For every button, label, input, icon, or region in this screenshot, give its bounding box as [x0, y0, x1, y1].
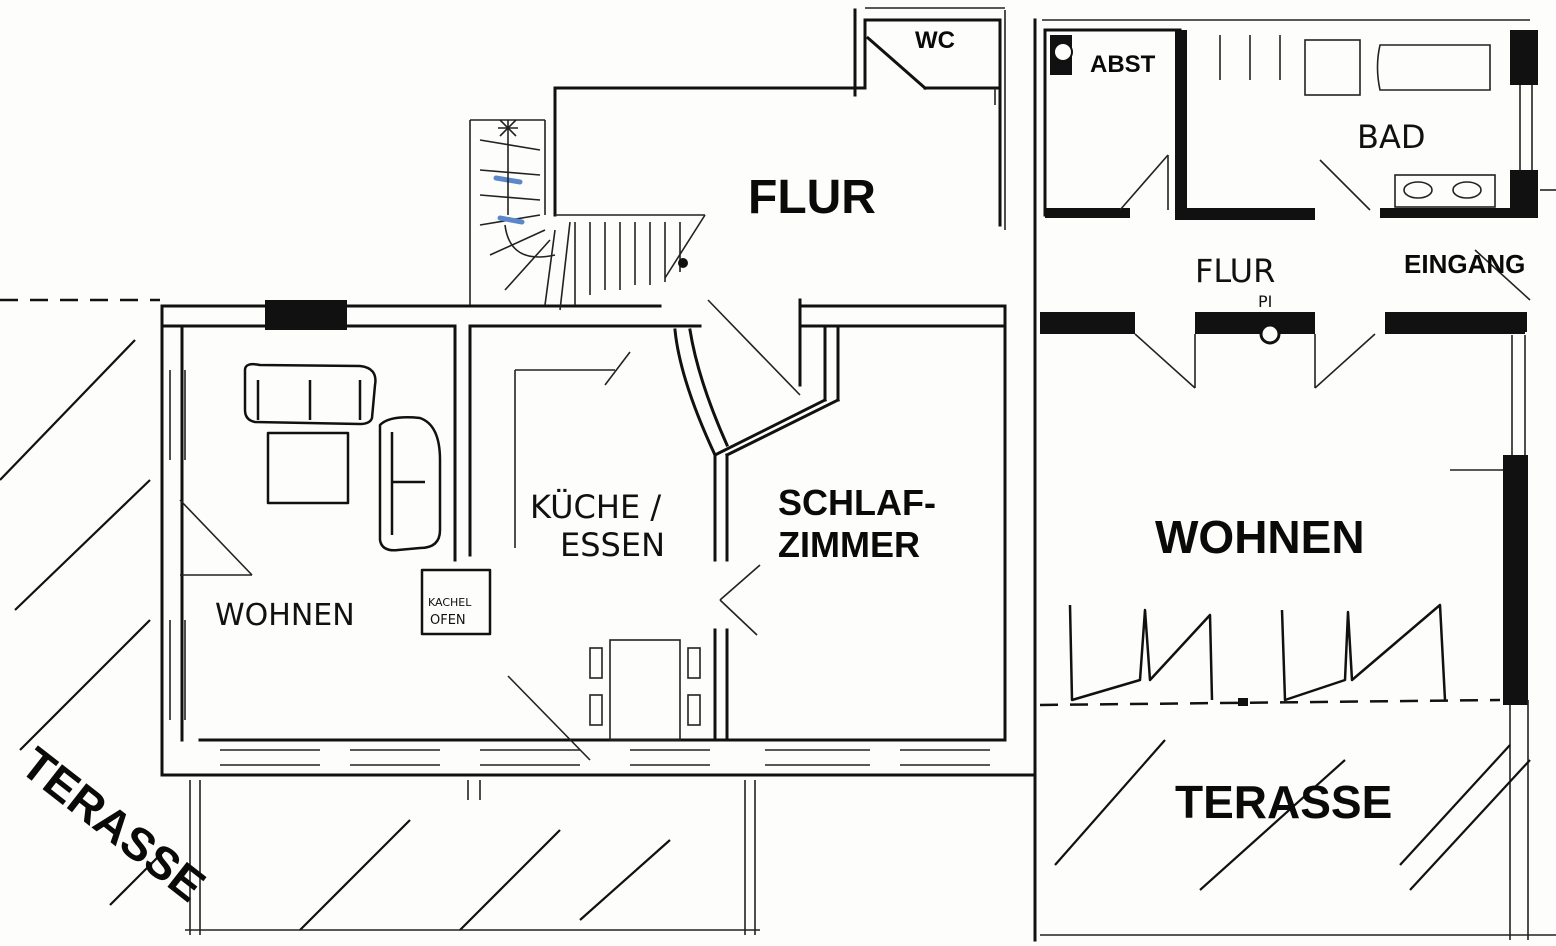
upper-flur-walls	[553, 7, 1006, 230]
furniture	[243, 362, 701, 741]
right-building-walls	[1039, 19, 1556, 940]
flur-right-label: FLUR	[1195, 252, 1275, 290]
staircase	[469, 119, 706, 311]
schlaf-label-line1: SCHLAF-	[778, 482, 936, 523]
eingang-label: EINGANG	[1404, 249, 1525, 279]
abst-label: ABST	[1090, 51, 1156, 78]
schlaf-label-line2: ZIMMER	[778, 524, 920, 565]
left-building-walls	[160, 18, 1037, 942]
wohnen-left-label: WOHNEN	[215, 598, 355, 633]
kueche-label-line2: ESSEN	[560, 526, 665, 564]
left-terrace	[0, 298, 760, 935]
windows	[169, 370, 990, 766]
kachelofen-label-line2: OFEN	[430, 613, 466, 628]
kueche-label-line1: KÜCHE /	[530, 488, 661, 526]
bad-label: BAD	[1357, 118, 1425, 156]
flur-main-label: FLUR	[748, 171, 876, 224]
kachelofen-label-line1: KACHEL	[428, 596, 472, 609]
wohnen-right-label: WOHNEN	[1155, 511, 1365, 563]
wc-label: WC	[915, 27, 955, 54]
pi-marker: PI	[1258, 292, 1272, 311]
labels: WC ABST BAD FLUR FLUR PI EINGANG KÜCHE /…	[12, 27, 1526, 912]
terasse-right-label: TERASSE	[1175, 776, 1392, 828]
door-swings	[179, 299, 801, 761]
terasse-left-label: TERASSE	[12, 737, 215, 912]
